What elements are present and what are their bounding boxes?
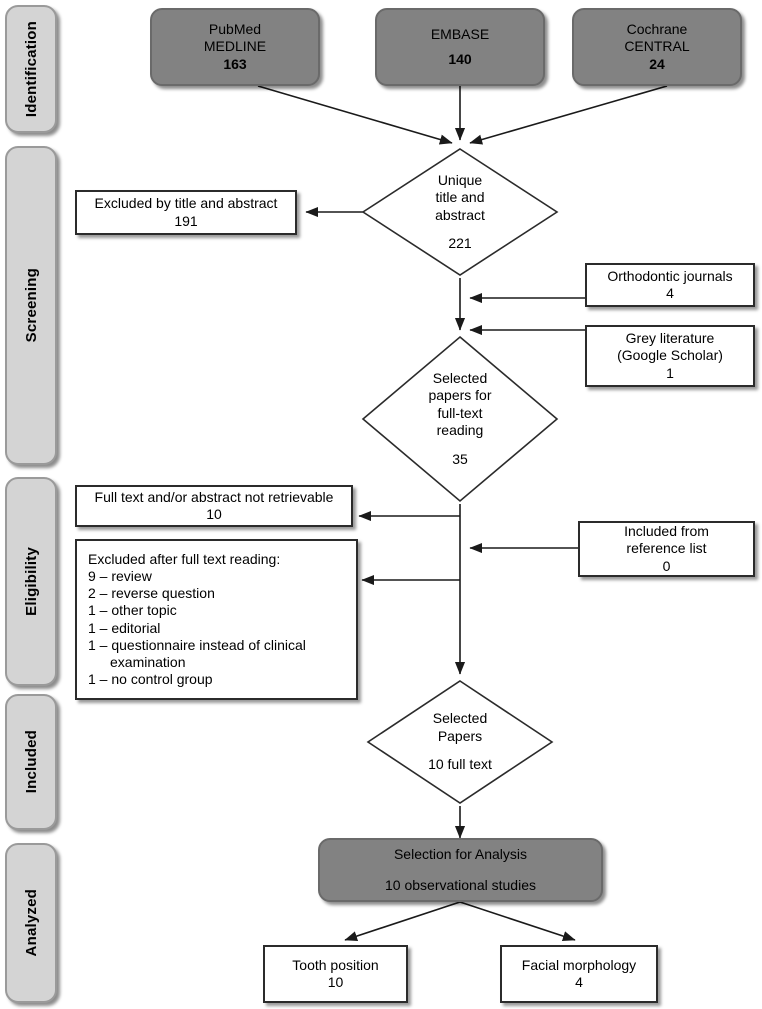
facial-morphology-count: 4 <box>575 974 583 990</box>
excluded-fulltext-reason-6: 1 – no control group <box>88 670 213 687</box>
phase-tab-eligibility: Eligibility <box>5 477 57 686</box>
grey-literature-line2: (Google Scholar) <box>617 347 723 364</box>
analysis-line2: 10 observational studies <box>385 876 536 893</box>
diamond-unique-title-abstract: Unique title and abstract 221 <box>360 146 560 278</box>
diamond-unique-shape <box>361 148 559 276</box>
diamond-selected-papers-full-text: Selected papers for full-text reading 35 <box>360 334 560 504</box>
edge-cochrane-to-unique <box>469 85 668 145</box>
excluded-fulltext-reason-1: 2 – reverse question <box>88 585 215 602</box>
source-embase-count: 140 <box>448 51 472 67</box>
grey-literature-line1: Grey literature <box>625 330 715 347</box>
excluded-fulltext-reason-5: examination <box>110 653 186 670</box>
box-excluded-by-title-and-abstract: Excluded by title and abstract 191 <box>75 190 297 235</box>
box-orthodontic-journals: Orthodontic journals 4 <box>585 263 755 307</box>
excluded-fulltext-heading: Excluded after full text reading: <box>88 551 281 568</box>
orthodontic-journals-count: 4 <box>666 285 674 301</box>
box-grey-literature: Grey literature (Google Scholar) 1 <box>585 325 755 387</box>
analysis-line1: Selection for Analysis <box>393 846 528 863</box>
not-retrievable-line1: Full text and/or abstract not retrievabl… <box>94 488 334 505</box>
box-tooth-position: Tooth position 10 <box>263 945 408 1003</box>
phase-tab-screening-label: Screening <box>22 268 40 343</box>
source-pubmed-count: 163 <box>223 55 247 72</box>
source-embase-line1: EMBASE <box>430 25 490 42</box>
phase-tab-eligibility-label: Eligibility <box>22 547 40 616</box>
source-cochrane-line2: CENTRAL <box>624 38 690 55</box>
excluded-title-line1: Excluded by title and abstract <box>94 195 278 212</box>
box-selection-for-analysis: Selection for Analysis 10 observational … <box>318 838 603 902</box>
orthodontic-journals-line1: Orthodontic journals <box>607 267 733 284</box>
reference-list-line2: reference list <box>626 540 707 557</box>
box-included-from-reference-list: Included from reference list 0 <box>578 521 755 577</box>
box-facial-morphology: Facial morphology 4 <box>500 945 658 1003</box>
source-cochrane-line1: Cochrane <box>626 21 688 38</box>
box-excluded-after-full-text-reading: Excluded after full text reading: 9 – re… <box>75 539 358 700</box>
box-full-text-not-retrievable: Full text and/or abstract not retrievabl… <box>75 485 353 527</box>
source-cochrane-count: 24 <box>649 55 665 72</box>
diamond-fulltext-shape <box>361 335 559 503</box>
phase-tab-screening: Screening <box>5 146 57 465</box>
excluded-fulltext-reason-0: 9 – review <box>88 568 152 585</box>
edge-analysis-to-facial-morphology <box>459 901 576 942</box>
diamond-selected-papers: Selected Papers 10 full text <box>365 678 555 806</box>
source-box-pubmed: PubMed MEDLINE 163 <box>150 8 320 86</box>
grey-literature-count: 1 <box>666 364 674 381</box>
edge-analysis-to-tooth-position <box>344 901 461 942</box>
source-box-cochrane: Cochrane CENTRAL 24 <box>572 8 742 86</box>
tooth-position-line1: Tooth position <box>292 956 379 973</box>
phase-tab-identification: Identification <box>5 5 57 133</box>
phase-tab-analyzed-label: Analyzed <box>22 889 40 957</box>
tooth-position-count: 10 <box>327 974 344 990</box>
phase-tab-analyzed: Analyzed <box>5 843 57 1003</box>
source-pubmed-line1: PubMed <box>208 21 262 38</box>
edge-pubmed-to-unique <box>257 85 453 145</box>
not-retrievable-count: 10 <box>206 506 222 522</box>
phase-tab-identification-label: Identification <box>22 20 40 118</box>
excluded-fulltext-reason-2: 1 – other topic <box>88 602 177 619</box>
excluded-fulltext-reason-4: 1 – questionnaire instead of clinical <box>88 636 306 653</box>
facial-morphology-line1: Facial morphology <box>521 956 637 973</box>
source-pubmed-line2: MEDLINE <box>203 38 267 55</box>
excluded-title-count: 191 <box>174 212 198 229</box>
phase-tab-included-label: Included <box>22 730 40 794</box>
reference-list-count: 0 <box>662 557 671 574</box>
diamond-selected-shape <box>366 680 554 804</box>
excluded-fulltext-reason-3: 1 – editorial <box>88 619 161 636</box>
source-box-embase: EMBASE 140 <box>375 8 545 86</box>
phase-tab-included: Included <box>5 694 57 830</box>
reference-list-line1: Included from <box>624 523 709 540</box>
